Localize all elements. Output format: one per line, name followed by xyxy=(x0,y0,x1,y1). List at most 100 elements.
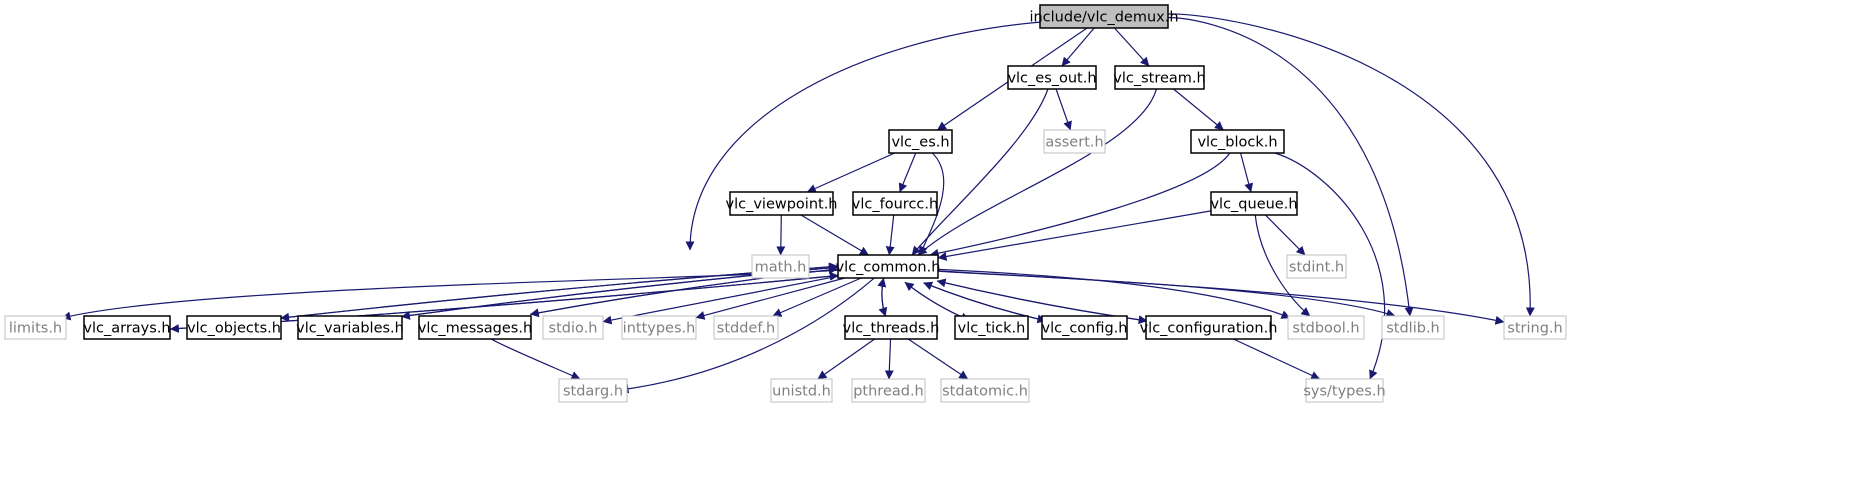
edge-es-to-viewpoint xyxy=(806,152,895,193)
node-label: vlc_config.h xyxy=(1041,321,1127,337)
node-viewpoint[interactable]: vlc_viewpoint.h xyxy=(726,191,838,216)
node-label: assert.h xyxy=(1045,135,1103,151)
edge-configuration-to-common xyxy=(936,278,1148,322)
node-tick[interactable]: vlc_tick.h xyxy=(954,315,1029,340)
node-objects[interactable]: vlc_objects.h xyxy=(186,315,282,340)
edge-es_out-to-assert xyxy=(1055,88,1072,131)
edge-common-to-string xyxy=(937,270,1505,325)
node-assert: assert.h xyxy=(1043,129,1106,154)
node-box xyxy=(621,315,697,340)
node-label: string.h xyxy=(1507,321,1562,337)
node-stdio: stdio.h xyxy=(542,315,604,340)
node-variables[interactable]: vlc_variables.h xyxy=(296,315,404,340)
edge-root-to-common xyxy=(685,21,1041,251)
node-label: vlc_block.h xyxy=(1197,135,1277,151)
edge-block-to-common xyxy=(929,152,1231,258)
node-box xyxy=(770,378,833,403)
node-label: stdlib.h xyxy=(1386,321,1440,337)
edge-stream-to-block xyxy=(1173,88,1224,131)
node-label: stdbool.h xyxy=(1292,321,1359,337)
node-box xyxy=(1305,378,1384,403)
edge-root-to-stream xyxy=(1114,27,1150,67)
node-label: vlc_fourcc.h xyxy=(852,197,938,213)
edge-threads-to-pthread xyxy=(884,338,894,380)
node-pthread: pthread.h xyxy=(851,378,926,403)
edge-threads-to-unistd xyxy=(817,338,876,380)
edge-block-to-queue xyxy=(1239,152,1254,193)
node-box xyxy=(1114,65,1205,90)
edge-threads-to-stdatomic xyxy=(907,338,969,380)
node-label: vlc_es_out.h xyxy=(1007,71,1096,87)
node-label: vlc_viewpoint.h xyxy=(726,197,838,213)
edge-common-to-stddef xyxy=(772,277,862,317)
node-unistd: unistd.h xyxy=(770,378,833,403)
node-arrays[interactable]: vlc_arrays.h xyxy=(83,315,171,340)
node-label: vlc_objects.h xyxy=(187,321,281,337)
node-label: stdint.h xyxy=(1289,260,1344,276)
node-label: vlc_arrays.h xyxy=(83,321,170,337)
node-fourcc[interactable]: vlc_fourcc.h xyxy=(852,191,938,216)
node-box xyxy=(844,315,938,340)
node-threads[interactable]: vlc_threads.h xyxy=(843,315,940,340)
node-box xyxy=(1210,191,1298,216)
node-limits: limits.h xyxy=(4,315,67,340)
node-box xyxy=(837,254,939,279)
edge-fourcc-to-common xyxy=(885,214,895,256)
node-label: limits.h xyxy=(9,321,62,337)
edge-viewpoint-to-math xyxy=(776,214,786,256)
node-label: sys/types.h xyxy=(1303,384,1385,400)
node-box xyxy=(4,315,67,340)
node-box xyxy=(1043,129,1106,154)
edge-common-to-config xyxy=(923,282,1047,324)
edge-messages-to-stdarg xyxy=(491,338,581,380)
node-stddef: stddef.h xyxy=(713,315,779,340)
node-queue[interactable]: vlc_queue.h xyxy=(1210,191,1298,216)
node-label: vlc_threads.h xyxy=(843,321,940,337)
edge-es-to-common xyxy=(919,152,945,256)
node-box xyxy=(1287,315,1365,340)
node-stdint: stdint.h xyxy=(1286,254,1347,279)
node-box xyxy=(542,315,604,340)
edge-viewpoint-to-common xyxy=(800,214,869,256)
edge-es-to-fourcc xyxy=(898,152,917,193)
node-common[interactable]: vlc_common.h xyxy=(836,254,941,279)
node-box xyxy=(713,315,779,340)
node-box xyxy=(851,378,926,403)
node-box xyxy=(852,191,938,216)
edge-root-to-string xyxy=(1167,13,1535,317)
node-label: vlc_stream.h xyxy=(1113,71,1205,87)
node-math: math.h xyxy=(751,254,810,279)
edge-queue-to-stdbool xyxy=(1254,214,1311,317)
node-messages[interactable]: vlc_messages.h xyxy=(418,315,532,340)
node-box xyxy=(729,191,834,216)
node-label: vlc_common.h xyxy=(836,260,941,276)
node-systypes: sys/types.h xyxy=(1303,378,1386,403)
node-label: vlc_es.h xyxy=(891,135,949,151)
edge-common-to-stdarg xyxy=(619,277,875,394)
node-stream[interactable]: vlc_stream.h xyxy=(1113,65,1206,90)
node-box xyxy=(186,315,282,340)
edge-queue-to-common xyxy=(937,210,1212,261)
node-label: pthread.h xyxy=(853,384,924,400)
node-box xyxy=(1381,315,1445,340)
node-label: math.h xyxy=(755,260,807,276)
node-configuration[interactable]: vlc_configuration.h xyxy=(1140,315,1278,340)
edge-configuration-to-systypes xyxy=(1233,338,1321,380)
node-box xyxy=(1286,254,1347,279)
node-config[interactable]: vlc_config.h xyxy=(1041,315,1128,340)
nodes-layer: include/vlc_demux.h vlc_es_out.h vlc_strea… xyxy=(4,4,1567,403)
node-block[interactable]: vlc_block.h xyxy=(1190,129,1285,154)
node-box xyxy=(1039,4,1169,29)
node-box xyxy=(751,254,810,279)
node-es_out[interactable]: vlc_es_out.h xyxy=(1007,65,1097,90)
node-box xyxy=(1041,315,1128,340)
node-box xyxy=(83,315,171,340)
node-label: include/vlc_demux.h xyxy=(1029,10,1178,26)
edge-common-to-stdio xyxy=(602,275,839,325)
node-label: unistd.h xyxy=(772,384,831,400)
edge-common-to-configuration xyxy=(936,280,1148,325)
node-root[interactable]: include/vlc_demux.h xyxy=(1029,4,1179,29)
edge-common-to-inttypes xyxy=(695,277,845,320)
node-es[interactable]: vlc_es.h xyxy=(888,129,953,154)
node-stdbool: stdbool.h xyxy=(1287,315,1365,340)
